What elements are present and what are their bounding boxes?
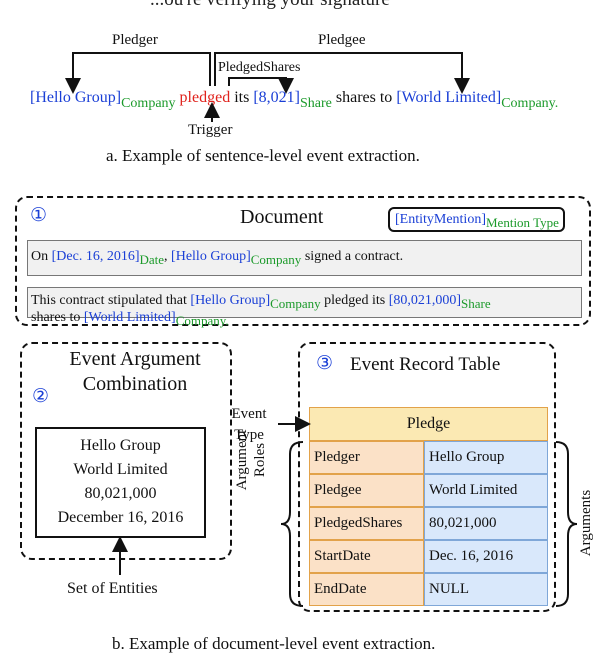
caption-a: a. Example of sentence-level event extra…	[106, 146, 420, 165]
role-cell: StartDate	[309, 540, 424, 573]
token-type: Company	[270, 296, 321, 311]
token-trigger: pledged	[179, 89, 231, 106]
value-cell: 80,021,000	[424, 507, 548, 540]
token-type: Share	[461, 296, 491, 311]
document-sentence-2-line-1: This contract stipulated that [Hello Gro…	[31, 292, 491, 311]
pledged-shares-arrow	[228, 77, 294, 94]
token-entity: [Hello Group]	[30, 89, 122, 106]
example-sentence: [Hello Group]Company pledged its [8,021]…	[30, 89, 558, 111]
combination-title: Event Argument Combination	[60, 347, 210, 397]
token-type: Company	[121, 96, 176, 111]
token-plain: shares to	[335, 89, 393, 106]
token-plain: pledged its	[320, 293, 389, 308]
value-cell: World Limited	[424, 474, 548, 507]
mention-legend: [EntityMention]Mention Type	[388, 207, 565, 232]
token-type: Share	[299, 96, 332, 111]
role-cell: Pledgee	[309, 474, 424, 507]
token-entity: [Hello Group]	[171, 249, 251, 264]
document-sentence-1: On [Dec. 16, 2016]Date, [Hello Group]Com…	[31, 248, 404, 267]
combination-panel	[20, 342, 232, 560]
role-label-pledger: Pledger	[112, 32, 158, 48]
panel-number-3: ③	[316, 353, 334, 374]
token-type: Company.	[501, 96, 559, 111]
entity-item: Hello Group	[80, 437, 161, 454]
entity-item: 80,021,000	[84, 485, 157, 502]
role-cell: Pledger	[309, 441, 424, 474]
pledger-arrow	[65, 52, 211, 94]
event-type-label-line-1: Event	[231, 406, 267, 422]
value-cell: Hello Group	[424, 441, 548, 474]
event-type-label-line-2: Type	[234, 427, 264, 443]
record-table-panel	[298, 342, 556, 612]
token-plain: signed a contract.	[301, 249, 404, 264]
role-cell: PledgedShares	[309, 507, 424, 540]
document-sentence-2-box	[27, 287, 582, 318]
role-label-pledgee: Pledgee	[318, 32, 366, 48]
set-of-entities-label: Set of Entities	[67, 580, 158, 597]
panel-number-1: ①	[30, 205, 48, 226]
token-entity: [Dec. 16, 2016]	[51, 249, 140, 264]
document-sentence-2-line-2: shares to [World Limited]Company.	[31, 309, 229, 328]
token-entity: [World Limited]	[83, 310, 176, 325]
role-cell: EndDate	[309, 573, 424, 606]
token-entity: [World Limited]	[396, 89, 502, 106]
event-type-header: Pledge	[309, 407, 548, 441]
document-title: Document	[240, 206, 324, 228]
combination-title-line-1: Event Argument	[69, 348, 201, 370]
combination-title-line-2: Combination	[82, 373, 188, 395]
token-entity: [Hello Group]	[190, 293, 271, 308]
legend-mention: [EntityMention]	[395, 212, 486, 227]
pledgee-arrow	[214, 52, 470, 94]
panel-number-2: ②	[32, 386, 50, 407]
token-plain: its	[234, 89, 250, 106]
top-cropped-text: ...ou're verifying your signature	[150, 0, 390, 11]
token-type: Company	[250, 252, 302, 267]
entity-item: World Limited	[73, 461, 168, 478]
token-type: Company.	[175, 313, 229, 328]
argument-roles-brace	[280, 441, 304, 607]
event-type-label: Event Type	[228, 404, 270, 446]
token-entity: [80,021,000]	[388, 293, 462, 308]
value-cell: Dec. 16, 2016	[424, 540, 548, 573]
value-cell: NULL	[424, 573, 548, 606]
record-table-title: Event Record Table	[350, 354, 501, 375]
entity-item: December 16, 2016	[57, 509, 184, 526]
document-sentence-1-box	[27, 240, 582, 276]
token-plain: ,	[164, 249, 172, 264]
document-panel	[15, 196, 591, 326]
token-plain: shares to	[31, 310, 84, 325]
token-plain: On	[31, 249, 52, 264]
trigger-label: Trigger	[188, 122, 233, 138]
token-plain: This contract stipulated that	[31, 293, 191, 308]
role-label-pledged-shares: PledgedShares	[218, 60, 301, 75]
arguments-brace	[555, 441, 578, 607]
token-type: Date	[139, 252, 165, 267]
legend-type: Mention Type	[486, 215, 559, 230]
